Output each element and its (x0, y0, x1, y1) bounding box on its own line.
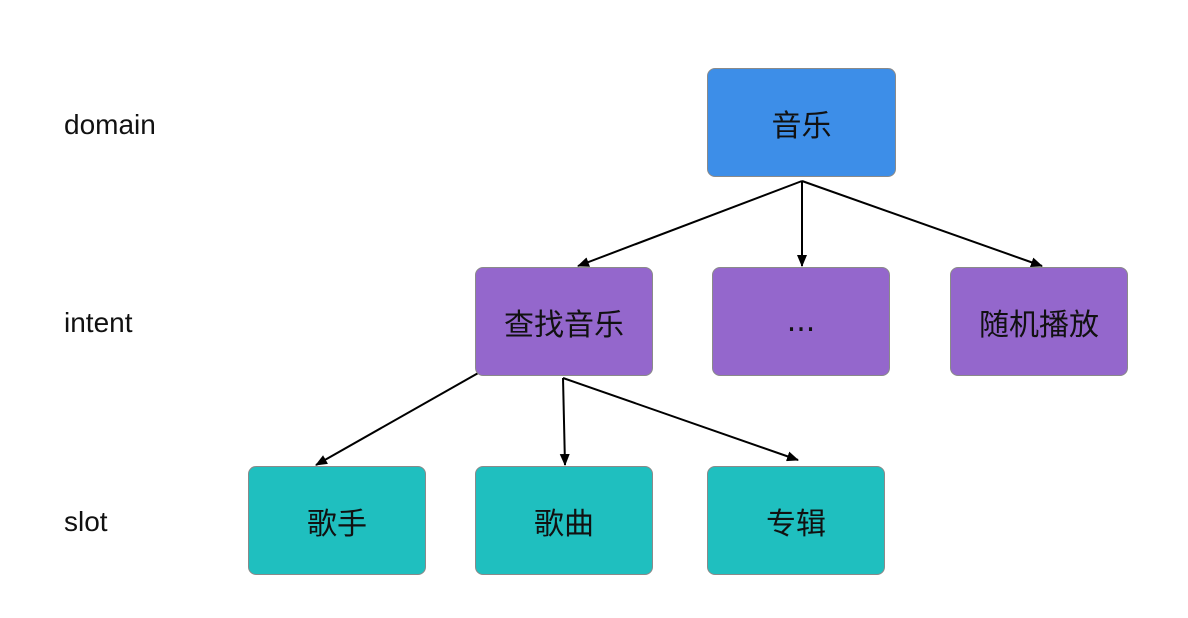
node-music[interactable]: 音乐 (707, 68, 896, 177)
node-singer-label: 歌手 (307, 506, 367, 542)
node-song[interactable]: 歌曲 (475, 466, 653, 575)
node-song-label: 歌曲 (534, 506, 594, 542)
node-random-play-label: 随机播放 (979, 307, 1099, 343)
node-singer[interactable]: 歌手 (248, 466, 426, 575)
level-label-intent: intent (64, 307, 133, 338)
level-label-domain: domain (64, 109, 156, 140)
node-ellipsis[interactable]: ... (712, 267, 890, 376)
level-label-slot: slot (64, 506, 108, 537)
edge-music-to-random-play (801, 180, 1043, 268)
edge-find-music-to-singer (315, 371, 481, 466)
node-ellipsis-label: ... (786, 304, 816, 339)
edge-music-to-find-music (577, 180, 803, 267)
edge-find-music-to-song (559, 377, 570, 466)
edge-find-music-to-album (562, 377, 799, 462)
node-find-music[interactable]: 查找音乐 (475, 267, 653, 376)
node-album[interactable]: 专辑 (707, 466, 885, 575)
node-random-play[interactable]: 随机播放 (950, 267, 1128, 376)
node-find-music-label: 查找音乐 (504, 307, 624, 343)
node-album-label: 专辑 (766, 506, 826, 542)
node-music-label: 音乐 (771, 108, 832, 144)
